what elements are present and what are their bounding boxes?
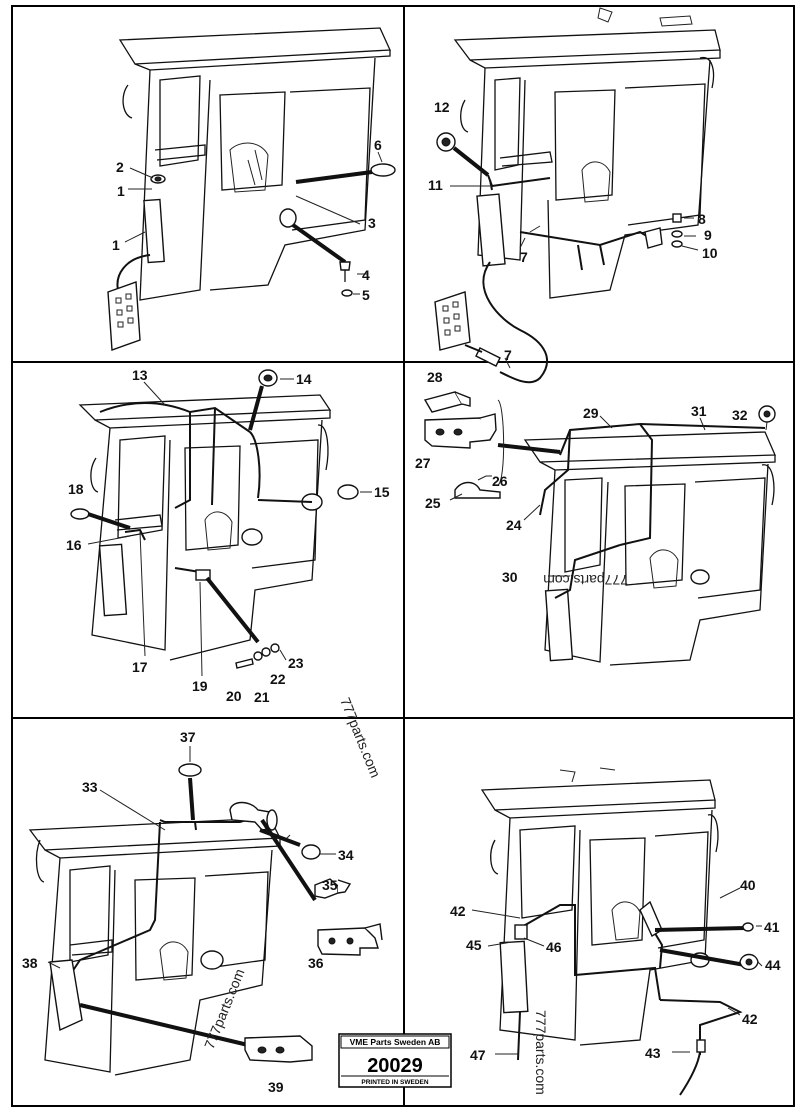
cab-drawing xyxy=(78,394,332,661)
label-39: 39 xyxy=(268,1079,284,1095)
label-24: 24 xyxy=(506,517,522,533)
label-35: 35 xyxy=(322,877,338,893)
leader-lines xyxy=(47,746,336,969)
label-5: 5 xyxy=(362,287,370,303)
label-9: 9 xyxy=(704,227,712,243)
label-26: 26 xyxy=(492,473,508,489)
label-21: 21 xyxy=(254,689,270,705)
stamp-company: VME Parts Sweden AB xyxy=(350,1037,441,1047)
label-19: 19 xyxy=(192,678,208,694)
label-17: 17 xyxy=(132,659,148,675)
label-20: 20 xyxy=(226,688,242,704)
label-41: 41 xyxy=(764,919,780,935)
panel-2: 7 7 8 9 10 11 12 xyxy=(428,7,721,384)
cab-drawing xyxy=(434,7,721,384)
label-34: 34 xyxy=(338,847,354,863)
label-15: 15 xyxy=(374,484,390,500)
label-27: 27 xyxy=(415,455,431,471)
label-10: 10 xyxy=(702,245,718,261)
label-44: 44 xyxy=(765,957,781,973)
label-1-lower: 1 xyxy=(112,237,120,253)
label-7-lower: 7 xyxy=(504,347,512,363)
stamp-number: 20029 xyxy=(367,1055,423,1077)
label-13: 13 xyxy=(132,367,148,383)
leader-lines xyxy=(450,185,699,369)
label-16: 16 xyxy=(66,537,82,553)
leader-lines xyxy=(124,151,383,295)
label-18: 18 xyxy=(68,481,84,497)
label-47: 47 xyxy=(470,1047,486,1063)
parts xyxy=(436,132,683,249)
cab-drawing xyxy=(28,817,282,1076)
wires-and-parts xyxy=(423,391,776,599)
panel-6: 40 41 42 42 43 44 45 46 47 xyxy=(450,767,781,1096)
label-3: 3 xyxy=(368,215,376,231)
label-23: 23 xyxy=(288,655,304,671)
label-40: 40 xyxy=(740,877,756,893)
label-12: 12 xyxy=(434,99,450,115)
panel-frames xyxy=(11,5,795,1107)
panel-4: 24 25 26 27 28 29 30 31 32 xyxy=(415,369,776,666)
label-22: 22 xyxy=(270,671,286,687)
label-37: 37 xyxy=(180,729,196,745)
label-36: 36 xyxy=(308,955,324,971)
label-29: 29 xyxy=(583,405,599,421)
watermark-1: 777parts.com xyxy=(337,695,384,780)
label-2: 2 xyxy=(116,159,124,175)
label-28: 28 xyxy=(427,369,443,385)
label-42-lower: 42 xyxy=(742,1011,758,1027)
parts-stamp: VME Parts Sweden AB 20029 PRINTED IN SWE… xyxy=(338,1033,452,1088)
leader-lines xyxy=(87,378,372,677)
watermark-4: 777parts.com xyxy=(543,572,628,588)
label-14: 14 xyxy=(296,371,312,387)
label-46: 46 xyxy=(546,939,562,955)
leader-lines xyxy=(471,887,763,1055)
watermark-3: 777parts.com xyxy=(533,1010,549,1095)
label-43: 43 xyxy=(645,1045,661,1061)
cab-drawing xyxy=(107,27,391,351)
stamp-printed: PRINTED IN SWEDEN xyxy=(361,1079,428,1086)
label-33: 33 xyxy=(82,779,98,795)
wires-and-parts xyxy=(49,763,383,1063)
label-1-upper: 1 xyxy=(117,183,125,199)
label-38: 38 xyxy=(22,955,38,971)
label-7-upper: 7 xyxy=(520,249,528,265)
wires-and-parts xyxy=(70,369,359,669)
label-4: 4 xyxy=(362,267,370,283)
label-6: 6 xyxy=(374,137,382,153)
label-45: 45 xyxy=(466,937,482,953)
leader-lines xyxy=(449,415,706,577)
cab-drawing xyxy=(523,431,776,666)
label-31: 31 xyxy=(691,403,707,419)
label-25: 25 xyxy=(425,495,441,511)
label-30: 30 xyxy=(502,569,518,585)
cab-drawing xyxy=(480,767,719,1046)
panel-5: 33 34 35 36 37 38 39 xyxy=(22,729,383,1095)
label-11: 11 xyxy=(428,177,443,193)
panel-3: 13 14 15 16 17 18 19 20 21 22 23 xyxy=(66,367,390,705)
label-42-upper: 42 xyxy=(450,903,466,919)
parts xyxy=(150,163,396,297)
wires-and-parts xyxy=(499,900,759,1096)
label-8: 8 xyxy=(698,211,706,227)
panel-1: 1 1 2 3 4 5 6 xyxy=(107,27,396,351)
label-32: 32 xyxy=(732,407,748,423)
